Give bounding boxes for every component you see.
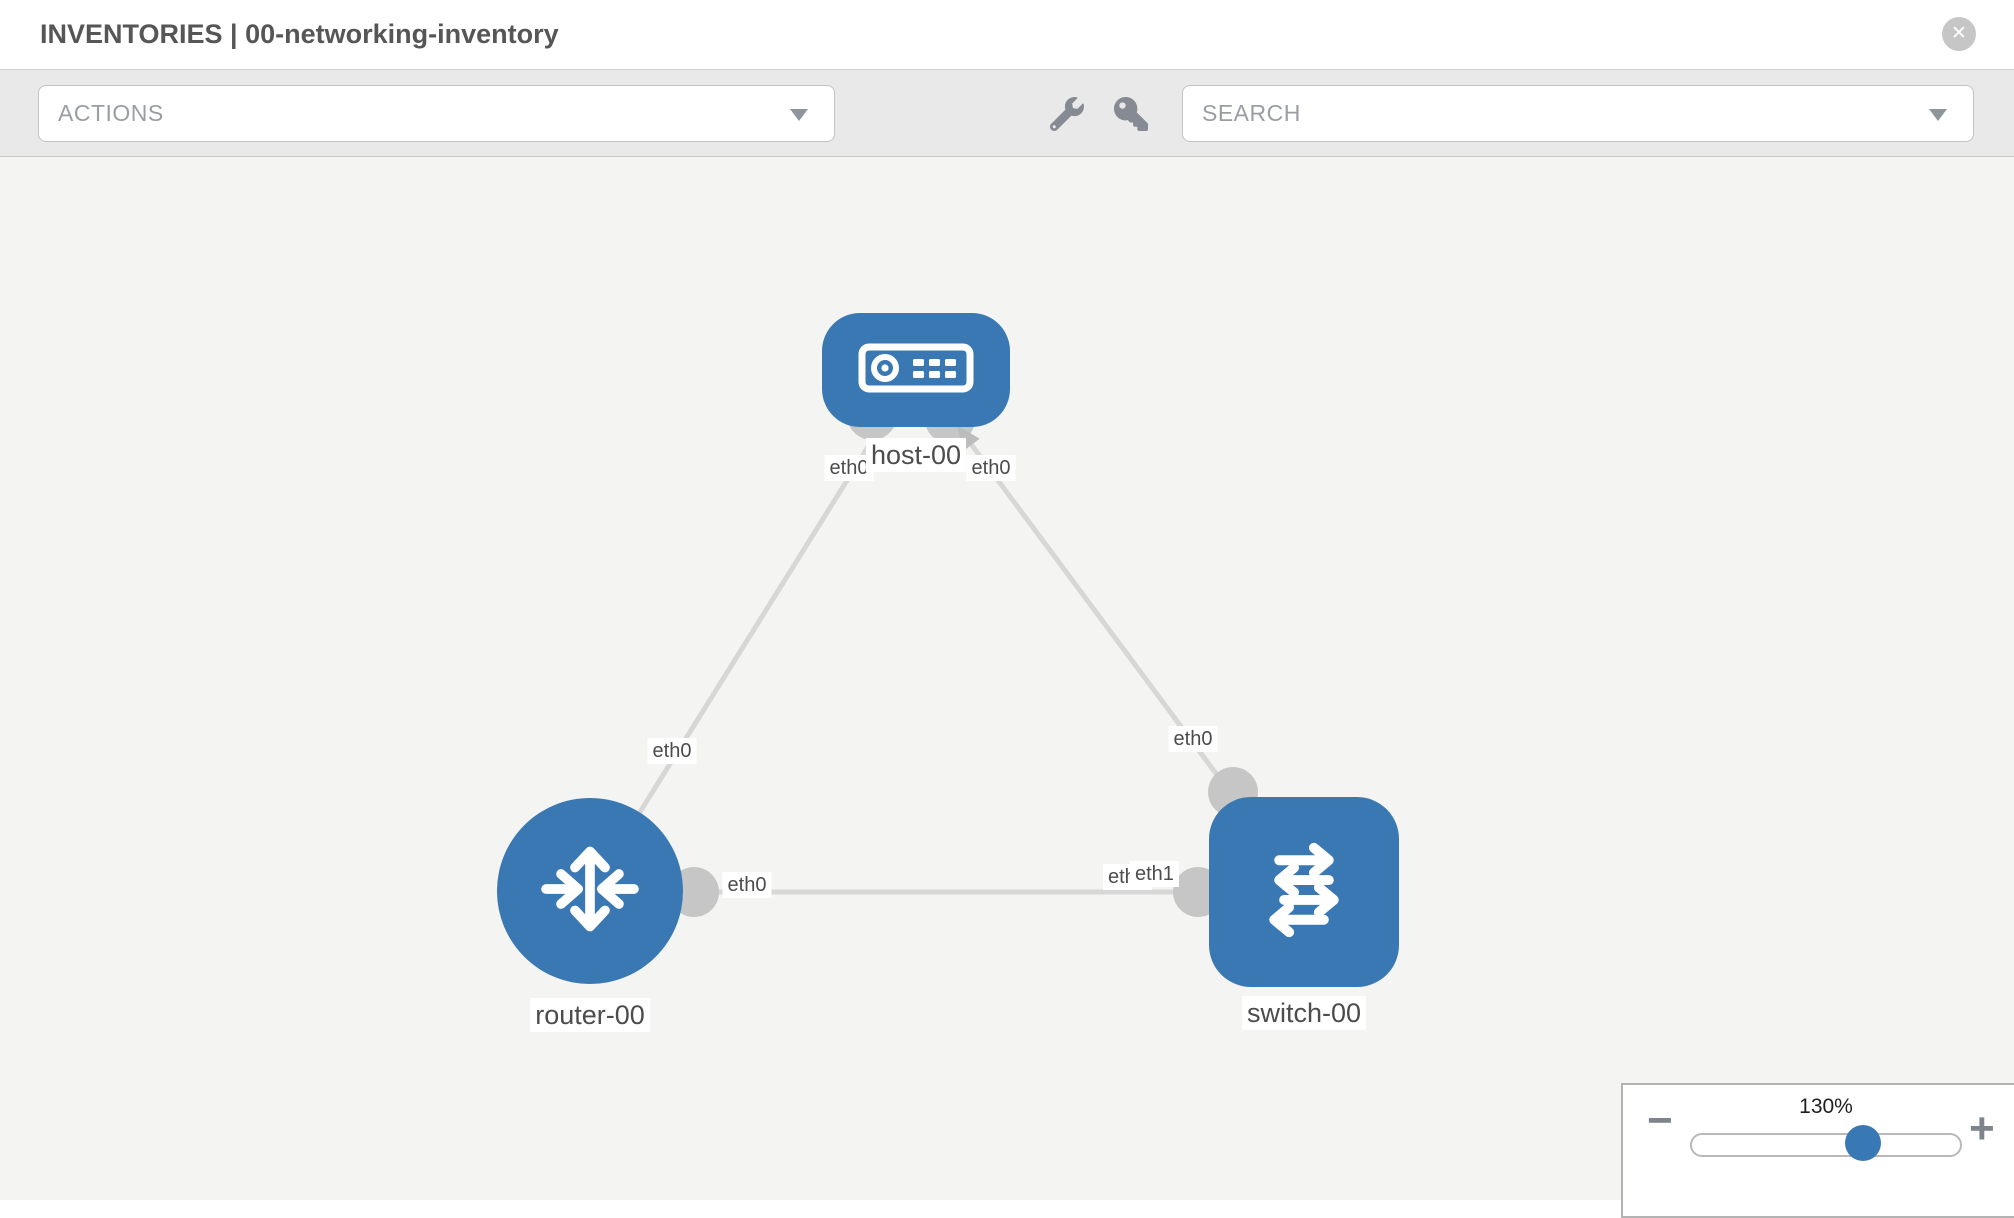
router-icon	[531, 830, 649, 953]
node-label-router: router-00	[530, 998, 650, 1033]
zoom-control-panel: 130% − +	[1621, 1083, 2014, 1218]
zoom-slider-track[interactable]	[1690, 1133, 1962, 1157]
close-icon: ✕	[1951, 23, 1967, 44]
topology-canvas[interactable]: eth0 host-00 eth0 eth0 eth0 eth0 eth0 et…	[0, 157, 2014, 1200]
zoom-in-button[interactable]: +	[1969, 1104, 1995, 1153]
interface-label: eth1	[1130, 861, 1179, 888]
actions-dropdown[interactable]: ACTIONS	[38, 85, 835, 142]
topology-links-layer	[587, 368, 1307, 917]
interface-label: eth0	[966, 455, 1016, 482]
search-dropdown[interactable]: SEARCH	[1182, 85, 1974, 142]
switch-icon	[1242, 828, 1366, 957]
host-icon	[855, 336, 977, 405]
search-placeholder: SEARCH	[1202, 100, 1301, 126]
node-host-00[interactable]	[822, 313, 1010, 427]
wrench-icon	[1049, 97, 1084, 135]
node-label-switch: switch-00	[1241, 996, 1367, 1031]
page-title: INVENTORIES | 00-networking-inventory	[40, 19, 559, 49]
node-label-host: host-00	[865, 438, 967, 473]
tools-button[interactable]	[1049, 97, 1092, 139]
header: INVENTORIES | 00-networking-inventory ✕	[0, 0, 2014, 70]
zoom-percent-value: 130%	[1799, 1095, 1853, 1118]
node-switch-00[interactable]	[1209, 797, 1399, 987]
toolbar: ACTIONS SEARCH	[0, 70, 2014, 157]
chevron-down-icon	[1929, 109, 1947, 121]
close-button[interactable]: ✕	[1942, 17, 1976, 51]
key-icon	[1114, 97, 1148, 135]
interface-label: eth0	[722, 872, 772, 899]
chevron-down-icon	[790, 109, 808, 121]
zoom-out-button[interactable]: −	[1647, 1096, 1673, 1145]
actions-dropdown-label: ACTIONS	[58, 100, 164, 126]
node-router-00[interactable]	[497, 798, 683, 984]
interface-label: eth0	[824, 455, 874, 482]
zoom-slider-knob[interactable]	[1845, 1125, 1881, 1161]
legend-button[interactable]	[1114, 97, 1156, 139]
interface-label: eth0	[647, 738, 697, 765]
interface-label: eth0	[1168, 726, 1218, 753]
